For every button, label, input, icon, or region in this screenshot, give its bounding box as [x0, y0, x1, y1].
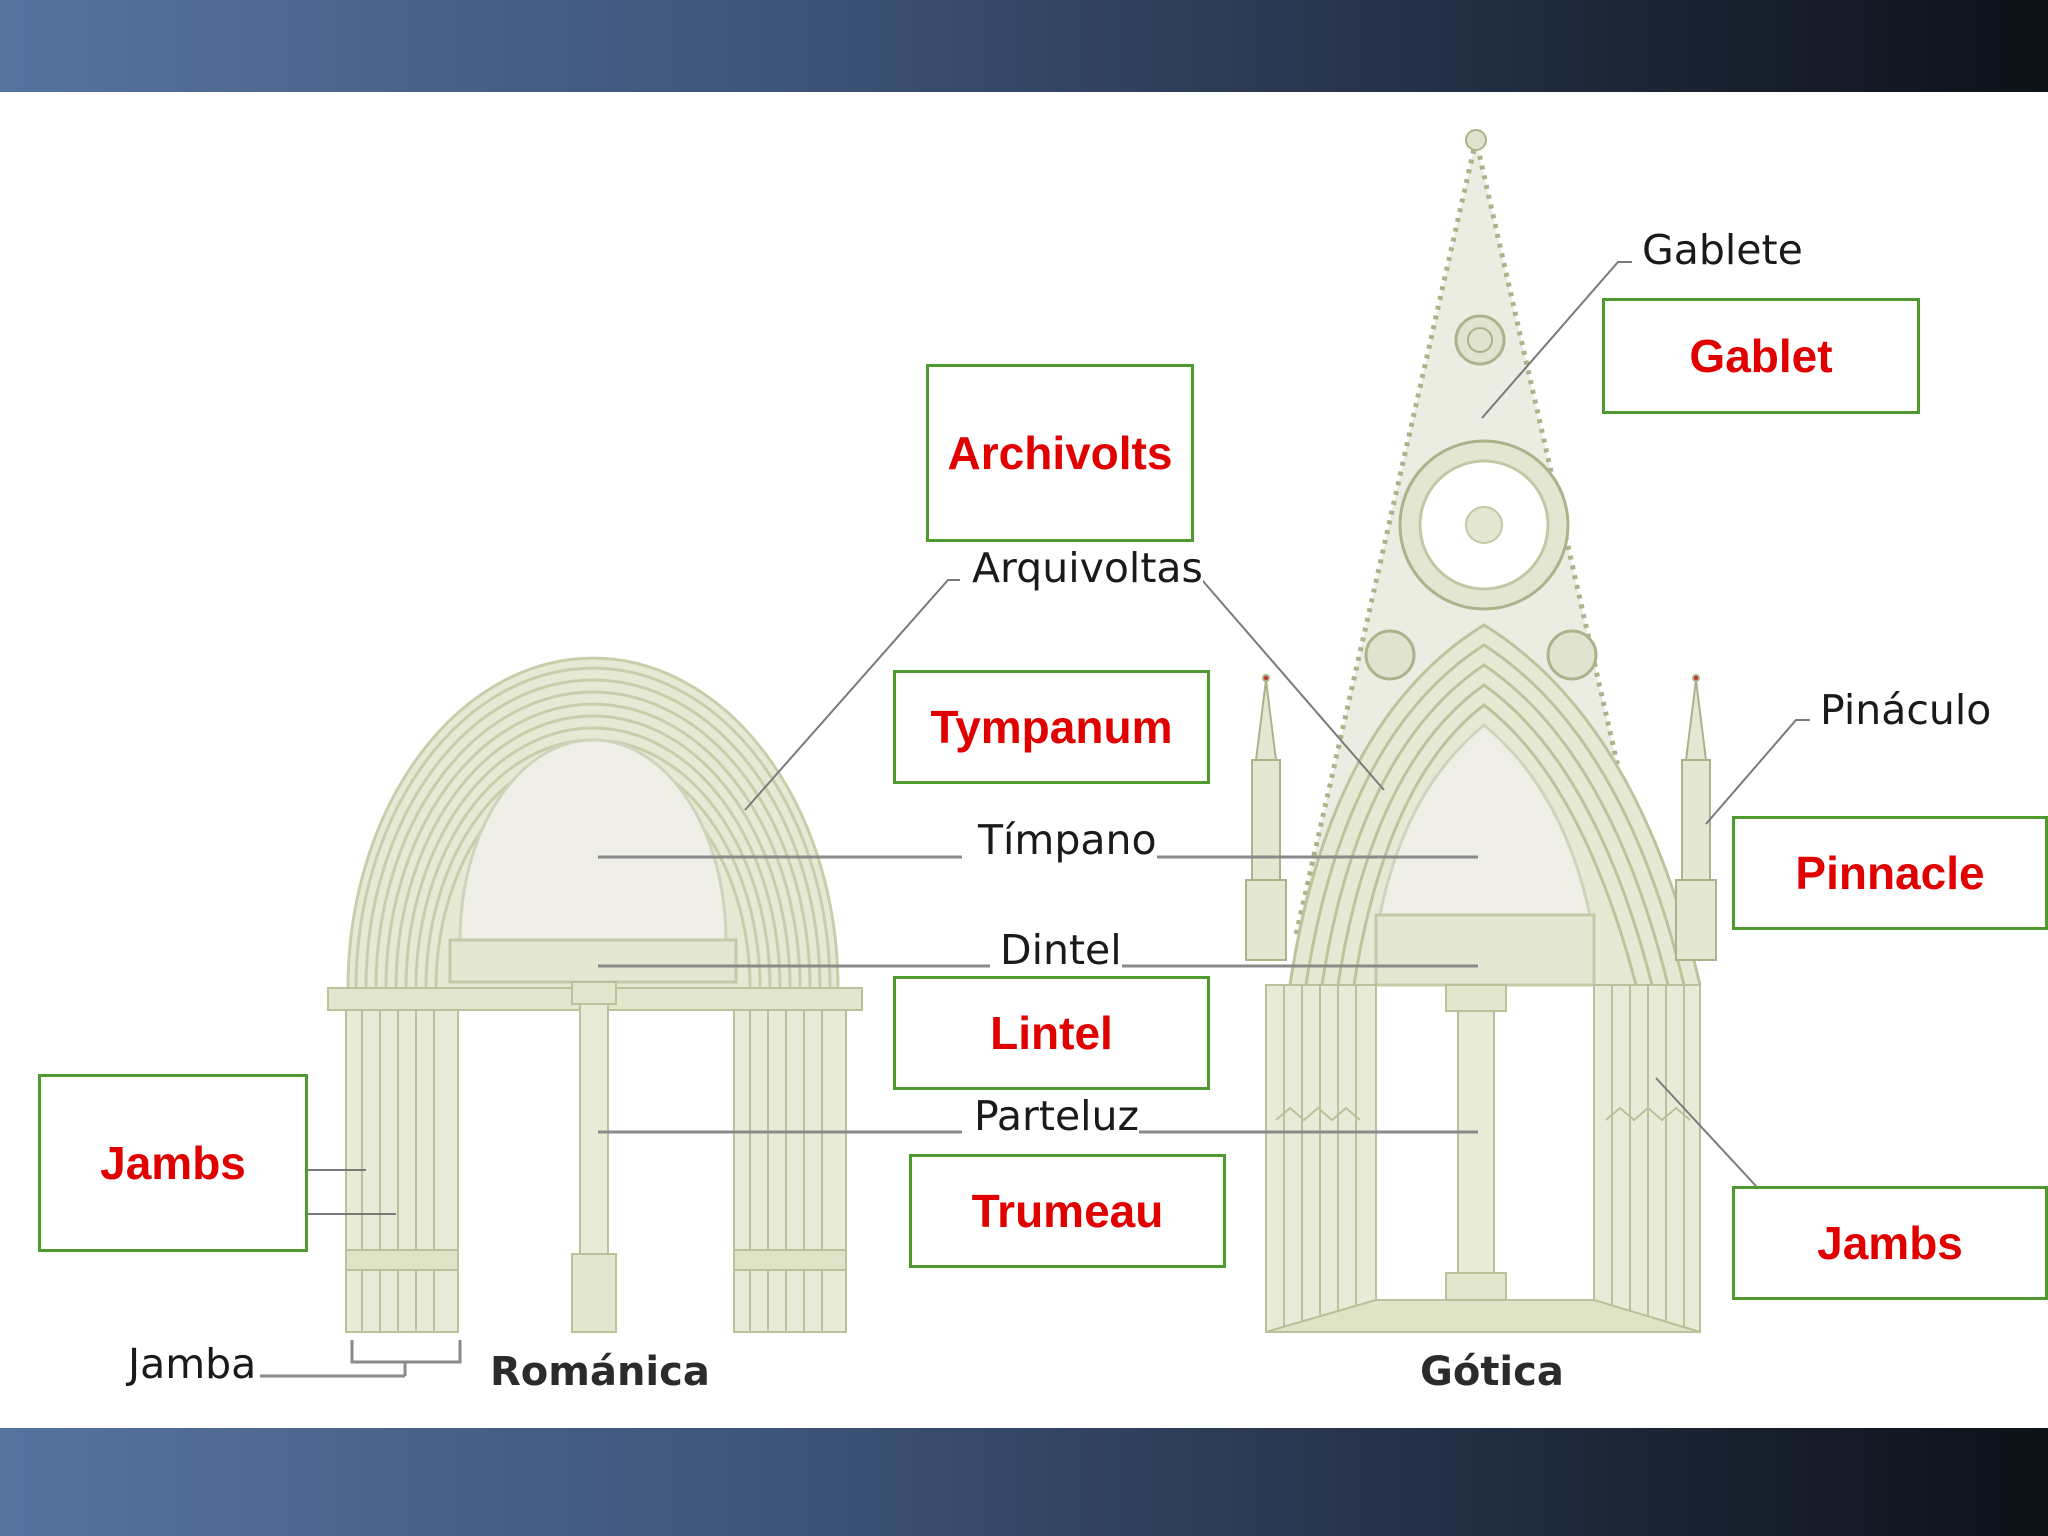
gothic-left-jamb — [1265, 984, 1377, 1334]
box-gablet: Gablet — [1602, 298, 1920, 414]
gothic-portal — [1245, 129, 1717, 1334]
box-archivolts: Archivolts — [926, 364, 1194, 542]
label-timpano: Tímpano — [978, 816, 1157, 864]
title-gothic: Gótica — [1420, 1349, 1564, 1395]
title-romanesque: Románica — [490, 1349, 710, 1395]
label-gablet: Gablet — [1689, 330, 1833, 382]
label-parteluz: Parteluz — [974, 1092, 1140, 1140]
gothic-left-pinnacle — [1245, 674, 1287, 961]
label-pinaculo: Pináculo — [1820, 686, 1992, 734]
bottom-banner — [0, 1428, 2048, 1536]
label-jambs-right: Jambs — [1817, 1217, 1963, 1269]
box-jambs-left: Jambs — [38, 1074, 308, 1252]
label-pinnacle: Pinnacle — [1795, 847, 1985, 899]
romanesque-left-jamb — [345, 1009, 459, 1333]
label-tympanum: Tympanum — [930, 701, 1173, 753]
label-gablete: Gablete — [1642, 226, 1803, 274]
top-banner — [0, 0, 2048, 92]
romanesque-portal — [327, 656, 863, 1333]
gothic-trumeau — [1445, 984, 1507, 1301]
portal-diagram — [260, 129, 1810, 1378]
box-jambs-right: Jambs — [1732, 1186, 2048, 1300]
label-arquivoltas: Arquivoltas — [972, 544, 1203, 592]
gothic-tympanum — [1378, 723, 1592, 917]
box-lintel: Lintel — [893, 976, 1210, 1090]
label-jamba: Jamba — [128, 1340, 257, 1388]
romanesque-right-jamb — [733, 1009, 847, 1333]
gothic-right-jamb — [1593, 984, 1701, 1334]
label-dintel: Dintel — [1000, 926, 1122, 974]
label-jambs-left: Jambs — [100, 1137, 246, 1189]
box-tympanum: Tympanum — [893, 670, 1210, 784]
label-lintel: Lintel — [990, 1007, 1113, 1059]
romanesque-trumeau — [571, 981, 617, 1333]
label-archivolts: Archivolts — [947, 427, 1173, 479]
box-trumeau: Trumeau — [909, 1154, 1226, 1268]
romanesque-lintel — [448, 938, 738, 984]
gothic-right-pinnacle — [1675, 674, 1717, 961]
label-trumeau: Trumeau — [971, 1185, 1164, 1237]
gothic-lintel — [1374, 913, 1596, 987]
box-pinnacle: Pinnacle — [1732, 816, 2048, 930]
